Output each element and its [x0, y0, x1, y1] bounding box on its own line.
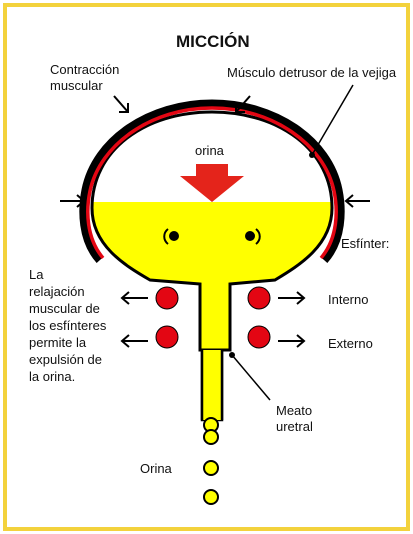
- relaxation-line-7: la orina.: [29, 369, 75, 385]
- urine-fill: [80, 202, 350, 362]
- relaxation-line-6: expulsión de: [29, 352, 102, 368]
- urethra-fill: [203, 350, 221, 420]
- detrusor-label: Músculo detrusor de la vejiga: [227, 65, 396, 81]
- relaxation-line-2: relajación: [29, 284, 85, 300]
- relaxation-line-1: La: [29, 267, 43, 283]
- meatus-label-1: Meato: [276, 403, 312, 419]
- detrusor-pointer: [312, 85, 353, 155]
- drop-4: [204, 490, 218, 504]
- internal-sphincter-left: [156, 287, 178, 309]
- external-sphincter-left: [156, 326, 178, 348]
- urine-top-label: orina: [195, 143, 224, 159]
- relaxation-line-5: permite la: [29, 335, 86, 351]
- external-sphincter-right: [248, 326, 270, 348]
- relaxation-line-4: los esfínteres: [29, 318, 106, 334]
- internal-sphincter-right: [248, 287, 270, 309]
- external-label: Externo: [328, 336, 373, 352]
- contraction-label-1: Contracción: [50, 62, 119, 78]
- drop-3: [204, 461, 218, 475]
- meatus-pointer: [232, 355, 270, 400]
- drop-2: [204, 430, 218, 444]
- urine-bottom-label: Orina: [140, 461, 172, 477]
- contraction-label-2: muscular: [50, 78, 103, 94]
- sphincter-label: Esfínter:: [341, 236, 389, 252]
- relaxation-line-3: muscular de: [29, 301, 100, 317]
- diagram-title: MICCIÓN: [176, 34, 250, 50]
- internal-label: Interno: [328, 292, 368, 308]
- meatus-label-2: uretral: [276, 419, 313, 435]
